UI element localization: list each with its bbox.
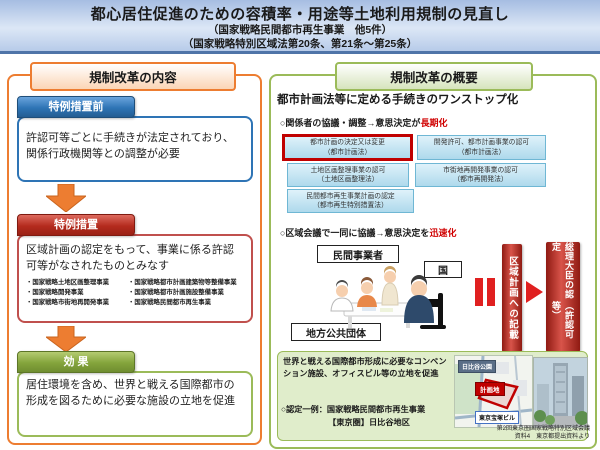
example-description: 世界と戦える国際都市形成に必要なコンベンション施設、オフィスビル等の立地を促進 (283, 357, 447, 379)
map-label-hibiya-park: 日比谷公園 (458, 360, 497, 373)
example-case-title: ○認定一例：国家戦略民間都市再生事業 (281, 403, 457, 415)
procedure-box-development: 開発許可、都市計画事業の認可 （都市計画法） (417, 135, 546, 160)
procedure-name: 民間都市再生事業計画の認定 (306, 192, 395, 200)
procedure-box-urban-renewal: 民間都市再生事業計画の認定 （都市再生特別措置法） (287, 189, 414, 213)
flow-line-before: ○関係者の協議・調整→意思決定が長期化 (280, 116, 447, 129)
site-map-image: 日比谷公園 計画地 東京宝塚ビル (454, 355, 533, 428)
effect-text: 居住環境を含め、世界と戦える国際都市の形成を図るために必要な施設の立地を促進 (26, 379, 235, 407)
pm-approval-box: 総理大臣の認定 （許認可等） (546, 242, 580, 352)
procedure-name: 都市計画の決定又は変更 (310, 139, 385, 147)
onestop-title: 都市計画法等に定める手続きのワンストップ化 (277, 94, 519, 106)
project-bullet: ・国家戦略都市計画建築物等整備事業 (128, 278, 237, 286)
image-source-caption: 第2回東京圏国家戦略特別区域会議 資料4 東京都提出資料より (446, 426, 590, 442)
building-render-image (533, 357, 588, 428)
pause-icon (475, 278, 483, 306)
project-bullet: ・国家戦略市街地再開発事業 (26, 298, 110, 306)
map-label-planned-site: 計画地 (475, 382, 505, 396)
procedure-law: （都市再開発法） (453, 176, 508, 183)
actor-national-government: 国 (424, 261, 462, 278)
example-case-line1: ○認定一例：国家戦略民間都市再生事業 (281, 405, 426, 414)
project-bullet-list: ・国家戦略土地区画整理事業 ・国家戦略開発事業 ・国家戦略市街地再開発事業 ・国… (26, 278, 244, 308)
procedure-law: （都市計画法） (323, 148, 372, 156)
flow-line-before-highlight: 長期化 (420, 118, 448, 128)
project-bullet: ・国家戦略開発事業 (26, 288, 84, 296)
flow-line-before-text: ○関係者の協議・調整→意思決定が (280, 118, 421, 128)
caption-line2: 資料4 東京都提出資料より (514, 433, 590, 440)
flow-line-after: ○区域会議で一同に協議→意思決定を迅速化 (280, 226, 456, 239)
before-measure-tab: 特例措置前 (17, 96, 135, 118)
page-subtitle-2: （国家戦略特別区域法第20条、第21条～第25条） (182, 37, 418, 50)
procedure-box-redevelopment: 市街地再開発事業の認可 （都市再開発法） (415, 163, 546, 187)
right-arrow-icon (526, 281, 543, 303)
pm-approval-line1: 総理大臣の認定 (551, 242, 574, 299)
special-measure-tab: 特例措置 (17, 214, 135, 236)
caption-line1: 第2回東京圏国家戦略特別区域会議 (496, 426, 590, 432)
reform-overview-header: 規制改革の概要 (335, 62, 533, 91)
procedure-law: （都市再生特別措置法） (313, 202, 388, 209)
procedure-law: （土地区画整理法） (317, 176, 379, 183)
procedure-box-land-readjustment: 土地区画整理事業の認可 （土地区画整理法） (287, 163, 409, 187)
flow-line-after-highlight: 迅速化 (429, 228, 457, 238)
down-arrow-icon (46, 326, 86, 352)
project-bullet: ・国家戦略民間都市再生事業 (128, 298, 212, 306)
flow-line-after-text: ○区域会議で一同に協議→意思決定を (280, 228, 430, 238)
page-title: 都心居住促進のための容積率・用途等土地利用規制の見直し (90, 6, 510, 23)
procedure-name: 土地区画整理事業の認可 (310, 166, 386, 174)
actor-private-business: 民間事業者 (317, 245, 399, 263)
reform-content-header: 規制改革の内容 (30, 62, 236, 91)
project-bullet: ・国家戦略都市計画施設整備事業 (128, 288, 224, 296)
procedure-name: 開発許可、都市計画事業の認可 (433, 139, 530, 147)
effect-tab: 効 果 (17, 351, 135, 373)
region-plan-entry-box: 区域計画への記載 (502, 244, 522, 352)
procedure-law: （都市計画法） (457, 148, 506, 156)
procedure-name: 市街地再開発事業の認可 (443, 166, 518, 174)
map-label-takarazuka-building: 東京宝塚ビル (475, 411, 520, 424)
project-bullet: ・国家戦略土地区画整理事業 (26, 278, 110, 286)
actor-local-government: 地方公共団体 (291, 323, 381, 341)
page-subtitle-1: （国家戦略民間都市再生事業 他5件） (207, 24, 393, 36)
meeting-illustration (330, 266, 446, 329)
before-measure-box: 許認可等ごとに手続きが法定されており、関係行政機関等との調整が必要 (17, 116, 253, 182)
down-arrow-icon (46, 184, 86, 212)
procedure-box-city-plan: 都市計画の決定又は変更 （都市計画法） (282, 134, 413, 161)
effect-box: 居住環境を含め、世界と戦える国際都市の形成を図るために必要な施設の立地を促進 (17, 371, 253, 437)
before-measure-text: 許認可等ごとに手続きが法定されており、関係行政機関等との調整が必要 (26, 132, 234, 160)
example-case-location: 【東京圏】日比谷地区 (328, 418, 410, 427)
special-measure-text: 区域計画の認定をもって、事業に係る許認可等がなされたものとみなす (26, 244, 234, 272)
pause-icon (487, 278, 495, 306)
special-measure-box: 区域計画の認定をもって、事業に係る許認可等がなされたものとみなす ・国家戦略土地… (17, 234, 253, 323)
slide-title-bar: 都心居住促進のための容積率・用途等土地利用規制の見直し （国家戦略民間都市再生事… (0, 0, 600, 54)
pm-approval-line2: （許認可等） (551, 301, 574, 340)
